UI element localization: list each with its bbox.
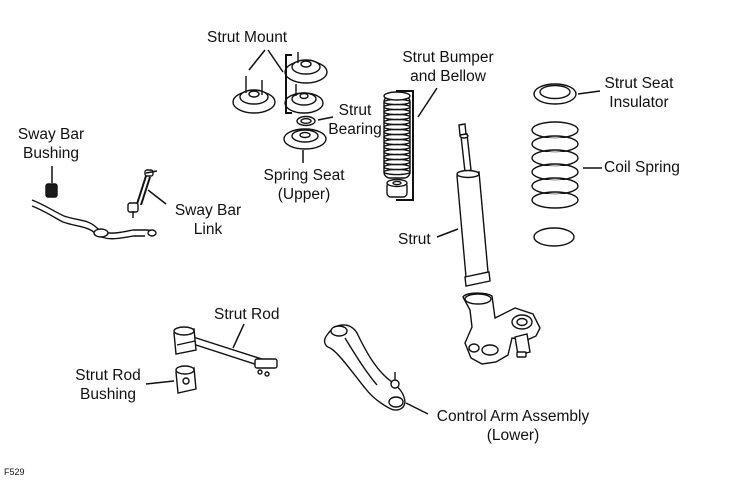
strut-mount-lower-part <box>284 84 324 114</box>
strut-seat-insulator-label: Strut Seat Insulator <box>598 74 680 112</box>
sway-bar-link-label-line2: Link <box>193 221 223 238</box>
strut-rod-bushing-lower-part <box>145 365 197 394</box>
strut-rod-bushing-upper-part <box>173 326 197 355</box>
control-arm-label: Control Arm Assembly (Lower) <box>428 407 598 445</box>
strut-bumper-label: Strut Bumper and Bellow <box>396 48 500 86</box>
coil-spring-part <box>531 121 602 209</box>
strut-rod-bushing-label-line2: Bushing <box>79 386 136 403</box>
sway-bar-bushing-part <box>45 166 58 198</box>
strut-bumper-part <box>386 178 408 198</box>
strut-bearing-part <box>296 115 334 127</box>
sway-bar-part <box>31 199 157 240</box>
strut-mount-left-part <box>232 76 276 114</box>
strut-rod-label: Strut Rod <box>214 306 280 323</box>
strut-bellow-part <box>383 91 411 179</box>
coil-spring-label: Coil Spring <box>604 159 680 176</box>
strut-label: Strut <box>398 231 431 248</box>
strut-bumper-label-line2: and Bellow <box>410 68 486 85</box>
strut-bearing-label-line2: Bearing <box>328 121 382 138</box>
strut-rod-bushing-label: Strut Rod Bushing <box>66 366 150 404</box>
strut-seat-insulator-part <box>533 83 601 105</box>
spring-seat-upper-label-line2: (Upper) <box>277 186 331 203</box>
strut-mount-upper-part <box>284 52 328 84</box>
strut-rod-part <box>189 323 278 377</box>
control-arm-label-line2: (Lower) <box>486 427 540 444</box>
sway-bar-bushing-label: Sway Bar Bushing <box>14 125 88 163</box>
sway-bar-bushing-label-line1: Sway Bar <box>17 126 85 143</box>
strut-bumper-bracket <box>396 87 438 201</box>
sway-bar-link-label: Sway Bar Link <box>168 201 248 239</box>
strut-seat-insulator-label-line1: Strut Seat <box>604 75 674 92</box>
spring-lower-insulator-part <box>533 227 575 247</box>
spring-seat-upper-label: Spring Seat (Upper) <box>258 166 350 204</box>
strut-bumper-label-line1: Strut Bumper <box>402 49 494 66</box>
steering-knuckle-part <box>462 292 541 365</box>
control-arm-label-line1: Control Arm Assembly <box>436 408 590 425</box>
sway-bar-link-part <box>127 169 167 218</box>
strut-seat-insulator-label-line2: Insulator <box>609 94 669 111</box>
strut-bearing-label-line1: Strut <box>338 102 372 119</box>
strut-mount-bracket <box>248 49 292 114</box>
sway-bar-link-label-line1: Sway Bar <box>174 202 242 219</box>
sway-bar-bushing-label-line2: Bushing <box>22 145 79 162</box>
spring-seat-upper-label-line1: Spring Seat <box>263 167 345 184</box>
strut-part <box>436 123 491 287</box>
spring-seat-upper-part <box>283 128 327 163</box>
control-arm-part <box>323 324 429 415</box>
strut-rod-bushing-label-line1: Strut Rod <box>75 367 141 384</box>
figure-code: F529 <box>4 467 25 477</box>
strut-bearing-label: Strut Bearing <box>326 101 384 139</box>
strut-mount-label: Strut Mount <box>207 29 288 46</box>
